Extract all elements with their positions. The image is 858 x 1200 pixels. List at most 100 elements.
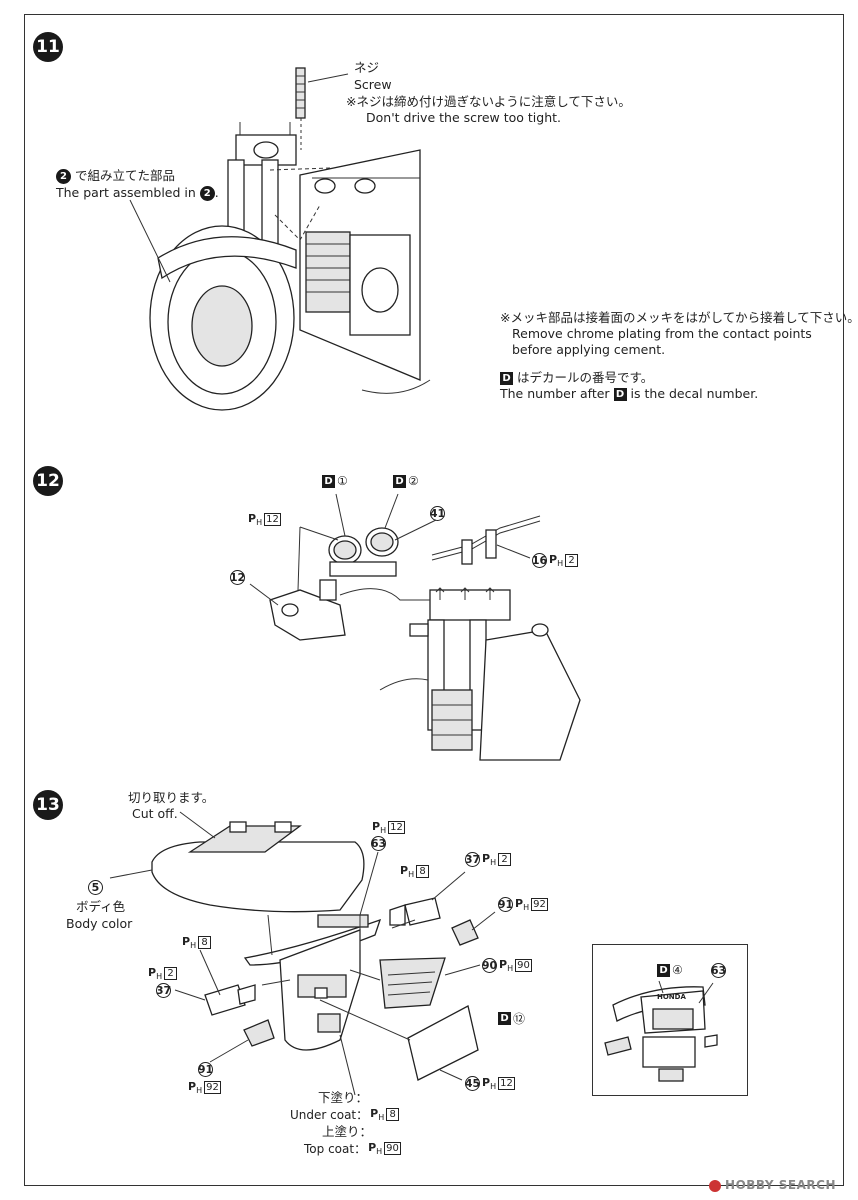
part-41-label: 41 xyxy=(430,506,445,521)
ph8-a-number: 8 xyxy=(416,865,430,879)
part-37-right-number: 37 xyxy=(464,852,481,868)
undercoat-en-row: Under coat： PH 8 xyxy=(290,1106,400,1123)
assembled-part-en: The part assembled in 2. xyxy=(56,185,219,201)
detail-inset: D ④ 63 HONDA xyxy=(592,944,748,1096)
part-5-label: 5 xyxy=(88,880,103,895)
top-paint-ph12: PH 12 xyxy=(372,820,405,835)
undercoat-jp: 下塗り： xyxy=(318,1090,369,1105)
decal-1-num: ① xyxy=(337,474,348,488)
inset-decal-mark: D xyxy=(657,963,670,977)
topcoat-jp: 上塗り： xyxy=(322,1124,373,1139)
part-5-number: 5 xyxy=(88,880,103,895)
body-color-en: Body color xyxy=(66,916,133,931)
part-45-number: 45 xyxy=(464,1076,481,1092)
topcoat-paint-number: 90 xyxy=(384,1142,401,1155)
assembled-part-jp-text: で組み立てた部品 xyxy=(74,168,175,183)
part-90-paint-number: 90 xyxy=(515,959,532,973)
part-45-label: 45 PH 12 xyxy=(465,1076,515,1091)
part-91-left-label: 91 xyxy=(198,1062,213,1077)
screw-note-jp: ※ネジは締め付け過ぎないように注意して下さい。 xyxy=(346,94,631,109)
chrome-note-en-1: Remove chrome plating from the contact p… xyxy=(512,326,812,341)
part-63-label: 63 xyxy=(371,836,386,851)
part-91-right-number: 91 xyxy=(497,897,514,913)
part-90-paint-code: PH xyxy=(499,958,514,974)
part-12-label: 12 xyxy=(230,570,245,585)
inset-decal-label: D ④ xyxy=(657,963,683,977)
chrome-note-en-2: before applying cement. xyxy=(512,342,666,357)
undercoat-paint-number: 8 xyxy=(386,1108,400,1121)
part-37-right-paint-code: PH xyxy=(482,852,497,868)
part-90-number: 90 xyxy=(481,958,498,974)
part-63-shape xyxy=(317,914,369,928)
part-45-paint-number: 12 xyxy=(498,1077,515,1091)
decal-1-label: D ① xyxy=(322,474,348,488)
decal-2-num: ② xyxy=(408,474,419,488)
seat-cowl xyxy=(109,811,365,913)
part-91-left-number: 91 xyxy=(197,1062,214,1077)
hobby-search-logo-icon xyxy=(709,1179,722,1192)
paint-number-12: 12 xyxy=(264,513,281,527)
part-91-left-paint-code: PH xyxy=(188,1080,203,1096)
part-37-right-paint-number: 2 xyxy=(498,853,512,867)
front-wheel xyxy=(149,225,297,411)
ph8-a-label: PH 8 xyxy=(400,864,430,879)
turn-signal-left xyxy=(174,984,275,1063)
paint-code-ph12: PH xyxy=(248,512,263,528)
screw-label-en: Screw xyxy=(354,77,392,92)
part-91-right-label: 91 PH 92 xyxy=(498,897,548,912)
part-37-left-number: 37 xyxy=(155,983,172,998)
decal-mark-icon-en: D xyxy=(613,388,627,401)
part-45-paint-code: PH xyxy=(482,1076,497,1092)
page-frame xyxy=(24,14,844,1186)
decal-note-en-b: is the decal number. xyxy=(630,386,759,401)
chrome-note-jp: ※メッキ部品は接着面のメッキをはがしてから接着して下さい。 xyxy=(500,310,858,325)
step-ref-2-icon-en: 2 xyxy=(199,186,215,201)
topcoat-paint-code: PH xyxy=(368,1140,383,1157)
license-light xyxy=(379,957,481,1009)
cutoff-en: Cut off. xyxy=(132,806,178,821)
part-16-label: 16 PH 2 xyxy=(531,553,579,569)
undercoat-en: Under coat： xyxy=(290,1108,369,1122)
ph8-b-number: 8 xyxy=(198,936,212,950)
part-90-label: 90 PH 90 xyxy=(482,958,532,973)
assembled-part-en-text: The part assembled in xyxy=(56,185,196,200)
undercoat-paint-code: PH xyxy=(370,1106,385,1123)
rear-fender xyxy=(243,918,382,1051)
meter-gauges xyxy=(328,527,399,577)
part-16-number: 16 xyxy=(531,553,548,569)
part-91-left-paint: PH 92 xyxy=(188,1080,221,1095)
decal-1-mark: D xyxy=(322,474,335,488)
screw-part xyxy=(295,67,349,150)
meter-bracket xyxy=(269,579,346,641)
decal-2-label: D ② xyxy=(393,474,419,488)
inset-decal-num: ④ xyxy=(672,963,683,977)
step-11-number: 11 xyxy=(33,32,63,62)
decal-note-en: The number after D is the decal number. xyxy=(500,386,758,402)
inset-part-63-number: 63 xyxy=(710,963,727,978)
decal-12-num: ⑫ xyxy=(513,1012,526,1026)
part-12-number: 12 xyxy=(229,570,246,585)
part-91-right-paint-code: PH xyxy=(515,897,530,913)
inset-brand-text: HONDA xyxy=(657,993,686,1001)
ph2-left-number: 2 xyxy=(164,967,178,981)
ph2-left-label: PH 2 xyxy=(148,966,178,982)
ph2-left-code: PH xyxy=(148,966,163,982)
screw-label-jp: ネジ xyxy=(354,60,380,75)
part-16-paint-number: 2 xyxy=(565,554,579,568)
ph8-b-label: PH 8 xyxy=(182,935,212,950)
part-37-left-label: 37 xyxy=(156,983,171,998)
paint-ph12-label: PH 12 xyxy=(248,512,281,527)
part-37-right-label: 37 PH 2 xyxy=(464,852,512,868)
decal-12-label: D ⑫ xyxy=(498,1010,525,1027)
part-91-right-paint-number: 92 xyxy=(531,898,548,912)
step-ref-2-icon: 2 xyxy=(56,169,71,184)
part-41-number: 41 xyxy=(429,506,446,521)
decal-mark-icon: D xyxy=(500,372,513,385)
inset-drawing xyxy=(604,980,718,1082)
decal-note-jp-text: はデカールの番号です。 xyxy=(516,370,654,385)
handlebar xyxy=(431,515,541,565)
body-color-jp: ボディ色 xyxy=(76,899,126,914)
